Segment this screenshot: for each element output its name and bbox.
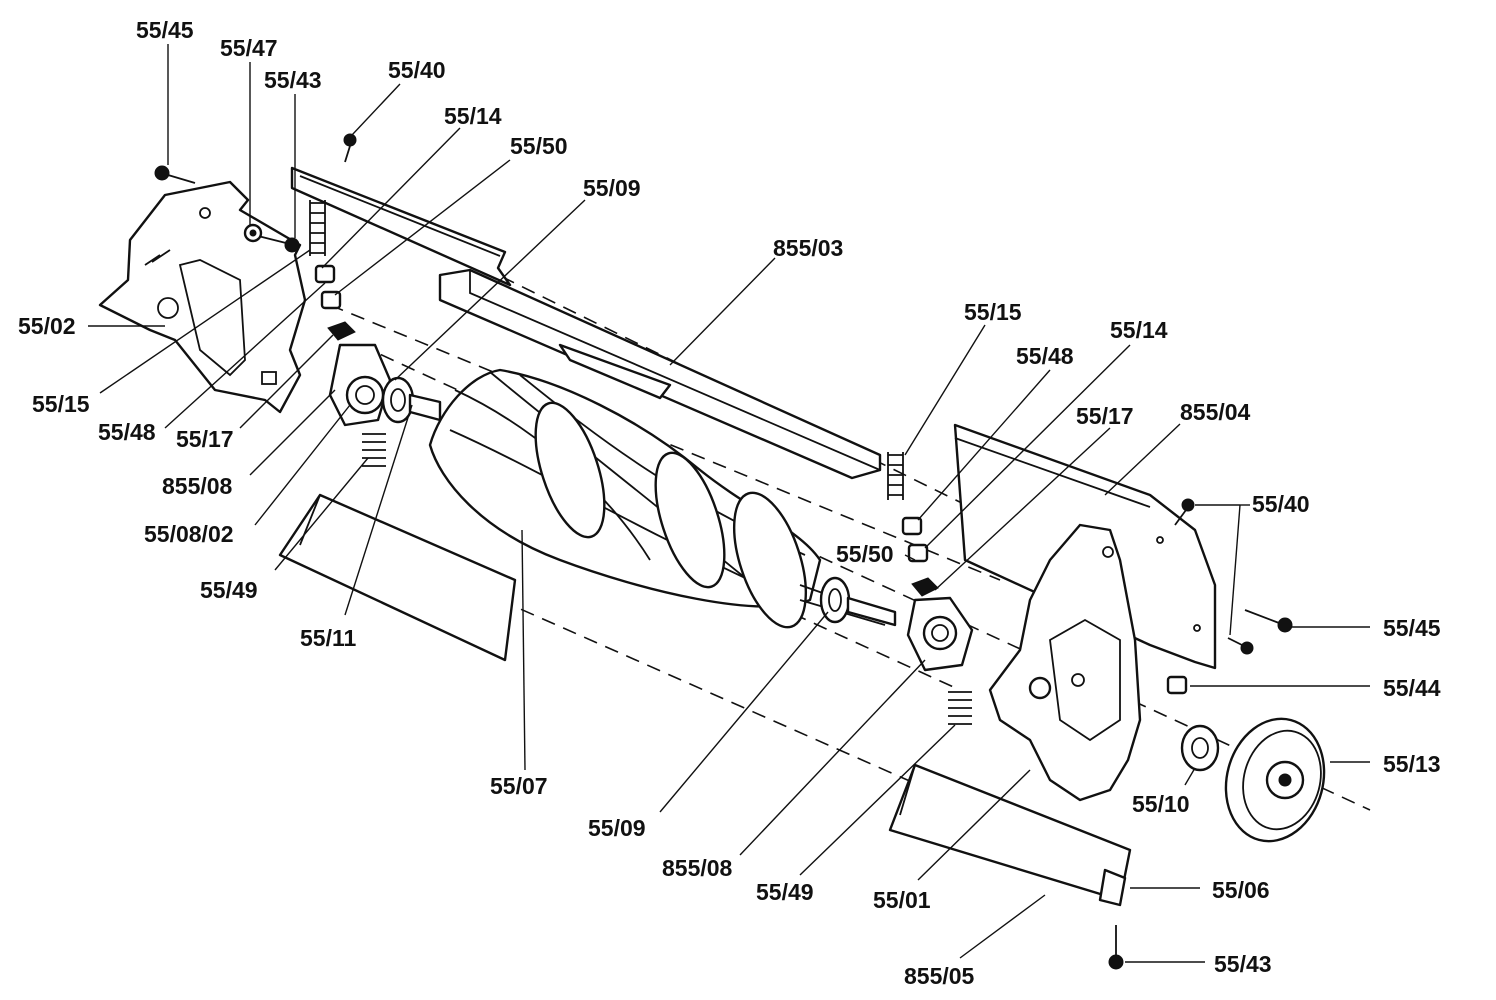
bolt-icon [343,133,357,163]
callout-55-49-left: 55/49 [200,577,258,603]
callout-855-08-bottom: 855/08 [662,855,733,881]
bolt-icon [257,235,300,253]
bearing-housing-left [328,343,392,427]
callout-55-17-left: 55/17 [176,426,234,452]
callout-55-48-right: 55/48 [1016,343,1074,369]
nut-icon [901,516,923,536]
callout-labels: 55/45 55/47 55/43 55/40 55/14 55/50 55/0… [18,17,1441,989]
side-plate-left [98,180,307,414]
callout-55-50-left: 55/50 [510,133,568,159]
callout-55-15-left: 55/15 [32,391,90,417]
spring-icon [362,433,386,467]
bolt-icon [1108,925,1124,970]
bolt-icon [1174,498,1195,526]
side-plate-right [988,523,1142,802]
callout-55-40-top: 55/40 [388,57,446,83]
bolt-icon [1227,637,1254,655]
bolt-icon [1244,609,1293,633]
callout-55-09-top: 55/09 [583,175,641,201]
callout-55-14-left: 55/14 [444,103,502,129]
callout-855-04: 855/04 [1180,399,1251,425]
bearing-left [381,376,442,424]
callout-55-14-right: 55/14 [1110,317,1168,343]
callout-55-40-right: 55/40 [1252,491,1310,517]
nut-icon [907,543,929,563]
callout-55-08-02: 55/08/02 [144,521,234,547]
wheel-bearing [1180,724,1220,772]
washer-icon [243,223,263,243]
reel-cylinder [428,368,886,629]
callout-55-15-right: 55/15 [964,299,1022,325]
callout-55-07: 55/07 [490,773,548,799]
callout-55-10: 55/10 [1132,791,1190,817]
callout-55-50-right: 55/50 [836,541,894,567]
bolt-icon [154,165,196,184]
callout-55-48-left: 55/48 [98,419,156,445]
callout-855-03: 855/03 [773,235,843,261]
nut-icon [911,577,939,597]
callout-55-09-bottom: 55/09 [588,815,646,841]
bottom-blade-right [888,763,1132,907]
nut-icon [1166,675,1188,695]
callout-855-08-left: 855/08 [162,473,233,499]
spring-icon [948,691,972,725]
spring-icon [887,452,904,500]
bearing-housing-right [906,596,974,672]
callout-855-05: 855/05 [904,963,975,989]
nut-icon [320,290,342,310]
hardware [154,133,1293,970]
callout-55-45-right: 55/45 [1383,615,1441,641]
callout-55-11: 55/11 [300,625,356,651]
callout-55-43-bottom: 55/43 [1214,951,1272,977]
leader-lines [88,44,1370,963]
callout-55-45-top: 55/45 [136,17,194,43]
callout-55-44: 55/44 [1383,675,1441,701]
nut-icon [327,321,356,341]
cutter-bar-top [290,166,882,480]
spring-icon [309,200,326,256]
callout-55-13: 55/13 [1383,751,1441,777]
callout-55-01: 55/01 [873,887,931,913]
callout-55-43-top: 55/43 [264,67,322,93]
callout-55-49-bottom: 55/49 [756,879,814,905]
bearing-right [819,576,897,627]
callout-55-17-right: 55/17 [1076,403,1134,429]
nut-icon [314,264,336,284]
callout-55-06: 55/06 [1212,877,1270,903]
roller-wheel [1224,717,1326,843]
callout-55-47: 55/47 [220,35,278,61]
callout-55-02: 55/02 [18,313,76,339]
